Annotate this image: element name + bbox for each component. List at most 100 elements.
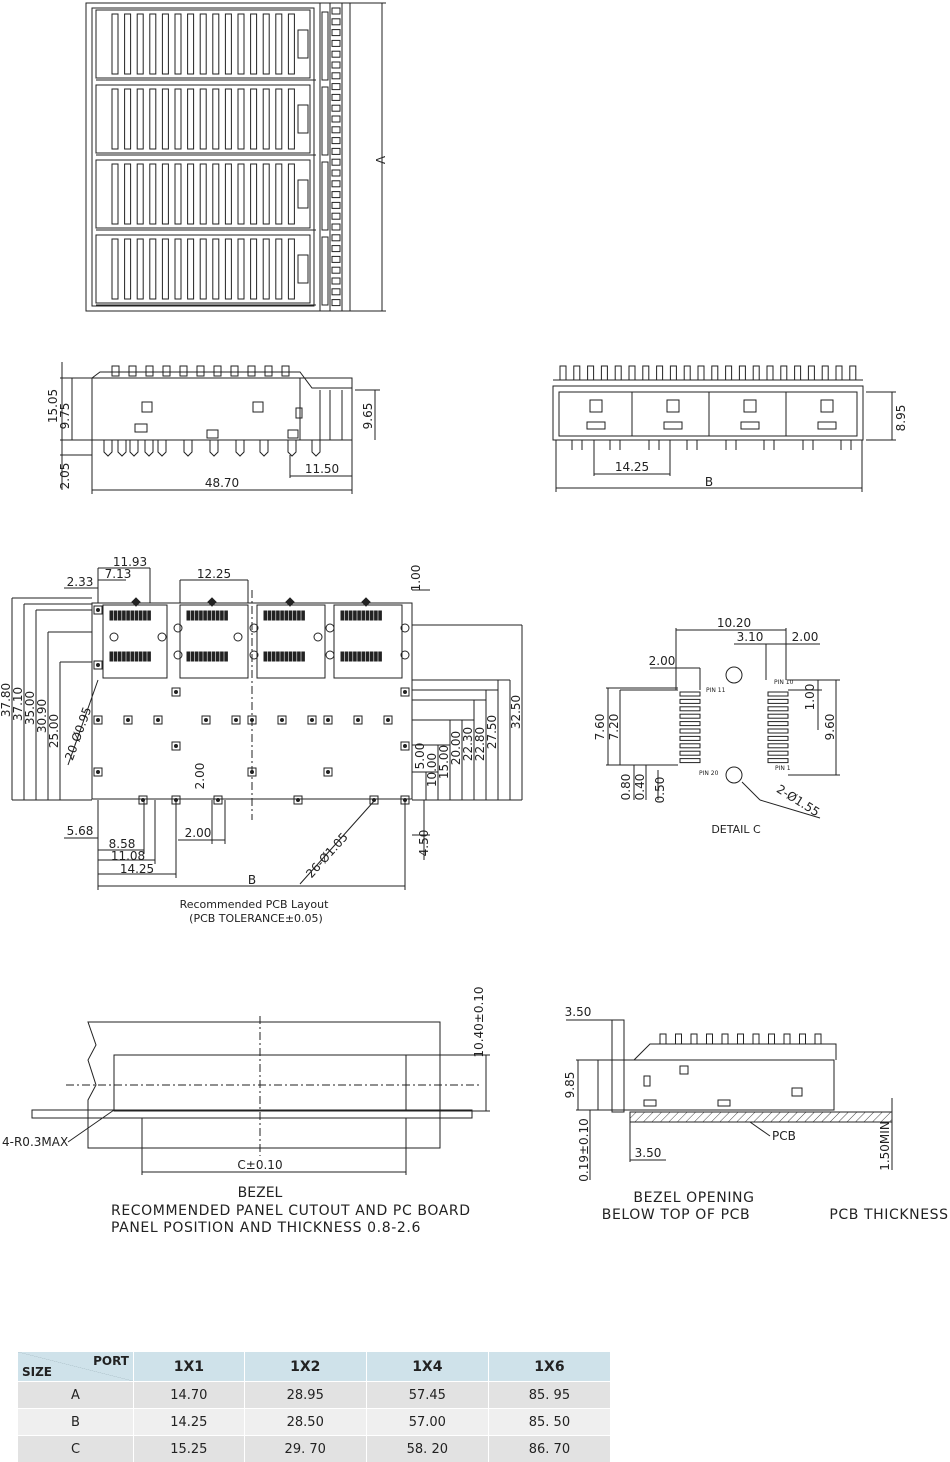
edge-tab	[332, 192, 340, 198]
cage-slat	[213, 239, 219, 299]
top-tab	[712, 366, 718, 380]
cage-slat	[213, 14, 219, 74]
pcb-pad	[341, 652, 344, 661]
edge-tab	[332, 213, 340, 219]
pcb-pad	[191, 652, 194, 661]
port-cage-outline	[96, 10, 310, 78]
pcb-pad	[127, 652, 130, 661]
edge-tab	[332, 127, 340, 133]
pcb-pad	[302, 652, 305, 661]
cage-slat	[225, 239, 231, 299]
top-tab	[615, 366, 621, 380]
edge-tab	[332, 105, 340, 111]
edge-tab	[332, 51, 340, 57]
edge-tab	[332, 116, 340, 122]
table-cell: 15.25	[134, 1436, 245, 1462]
pcb-pad	[118, 652, 121, 661]
pcb-hole-center	[217, 799, 220, 802]
cage-slat	[112, 164, 118, 224]
pcb-pad	[358, 652, 361, 661]
cage-slat	[225, 89, 231, 149]
top-tab	[815, 1034, 821, 1044]
cage-slat	[175, 89, 181, 149]
cage-slat	[225, 14, 231, 74]
cage-slat	[251, 89, 257, 149]
edge-tab	[332, 8, 340, 14]
cage-slat	[276, 14, 282, 74]
pcb-pad	[195, 652, 198, 661]
edge-tab	[332, 235, 340, 241]
detail-dim-7-60: 7.60	[593, 714, 607, 741]
pcb-round-hole	[326, 651, 334, 659]
cage-slat	[188, 14, 194, 74]
pcb-pad	[191, 611, 194, 620]
pcb-pad	[110, 611, 113, 620]
bezel-dim-10-40: 10.40±0.10	[472, 986, 486, 1057]
top-tab	[726, 366, 732, 380]
pcb-pad	[349, 652, 352, 661]
pcb-pad	[293, 611, 296, 620]
top-tab	[643, 366, 649, 380]
cage-slat	[251, 14, 257, 74]
cage-slat	[150, 89, 156, 149]
header-1x1: 1X1	[134, 1352, 245, 1382]
pcb-dim-1-00: 1.00	[409, 565, 423, 592]
cage-slat	[276, 164, 282, 224]
cage-slat	[263, 89, 269, 149]
cage-slat	[175, 164, 181, 224]
cage-slat	[112, 89, 118, 149]
top-tab	[660, 1034, 666, 1044]
top-tab	[629, 366, 635, 380]
pcb-pad	[216, 611, 219, 620]
cage-slat	[225, 164, 231, 224]
pcb-pad	[375, 652, 378, 661]
top-tab	[282, 366, 289, 376]
opening-caption-1: BEZEL OPENING	[633, 1190, 754, 1206]
table-cell: 57.45	[366, 1382, 488, 1409]
bezel-line-3: PANEL POSITION AND THICKNESS 0.8-2.6	[111, 1220, 421, 1236]
top-tab	[676, 1034, 682, 1044]
cage-slat	[175, 239, 181, 299]
table-row: C 15.25 29. 70 58. 20 86. 70	[18, 1436, 611, 1462]
pcb-round-hole	[158, 633, 166, 641]
top-tab	[707, 1034, 713, 1044]
pcb-hole-center	[404, 691, 407, 694]
cage-slat	[162, 89, 168, 149]
pcb-pad	[272, 652, 275, 661]
detail-c-title: DETAIL C	[711, 823, 761, 836]
cage-slat	[137, 14, 143, 74]
cage-slat	[213, 164, 219, 224]
edge-tab	[332, 148, 340, 154]
top-tab	[808, 366, 814, 380]
detail-dim-0-40: 0.40	[633, 774, 647, 801]
pcb-pad	[139, 611, 142, 620]
pcb-pad	[289, 611, 292, 620]
header-1x4: 1X4	[366, 1352, 488, 1382]
detail-pad-left	[680, 751, 700, 755]
edge-tab	[332, 159, 340, 165]
pcb-pad	[212, 611, 215, 620]
cage-slat	[213, 89, 219, 149]
top-tab	[601, 366, 607, 380]
pcb-pad	[131, 652, 134, 661]
top-tab	[112, 366, 119, 376]
detail-pad-right	[768, 744, 788, 748]
top-tab	[698, 366, 704, 380]
cage-slat	[162, 239, 168, 299]
pcb-pad	[144, 652, 147, 661]
edge-tab	[332, 256, 340, 262]
port-latch	[298, 255, 308, 283]
detail-dim-1-00: 1.00	[803, 684, 817, 711]
pcb-dim-25-00: 25.00	[47, 714, 61, 748]
cage-slat	[112, 14, 118, 74]
cage-slat	[238, 239, 244, 299]
dim-9-75: 9.75	[58, 403, 72, 430]
detail-pad-right	[768, 714, 788, 718]
pcb-pad	[225, 652, 228, 661]
pcb-dim-14-25: 14.25	[120, 862, 154, 876]
pcb-pad	[366, 611, 369, 620]
detail-pad-left	[680, 707, 700, 711]
top-view	[86, 3, 386, 311]
pcb-dim-b: B	[248, 873, 256, 887]
